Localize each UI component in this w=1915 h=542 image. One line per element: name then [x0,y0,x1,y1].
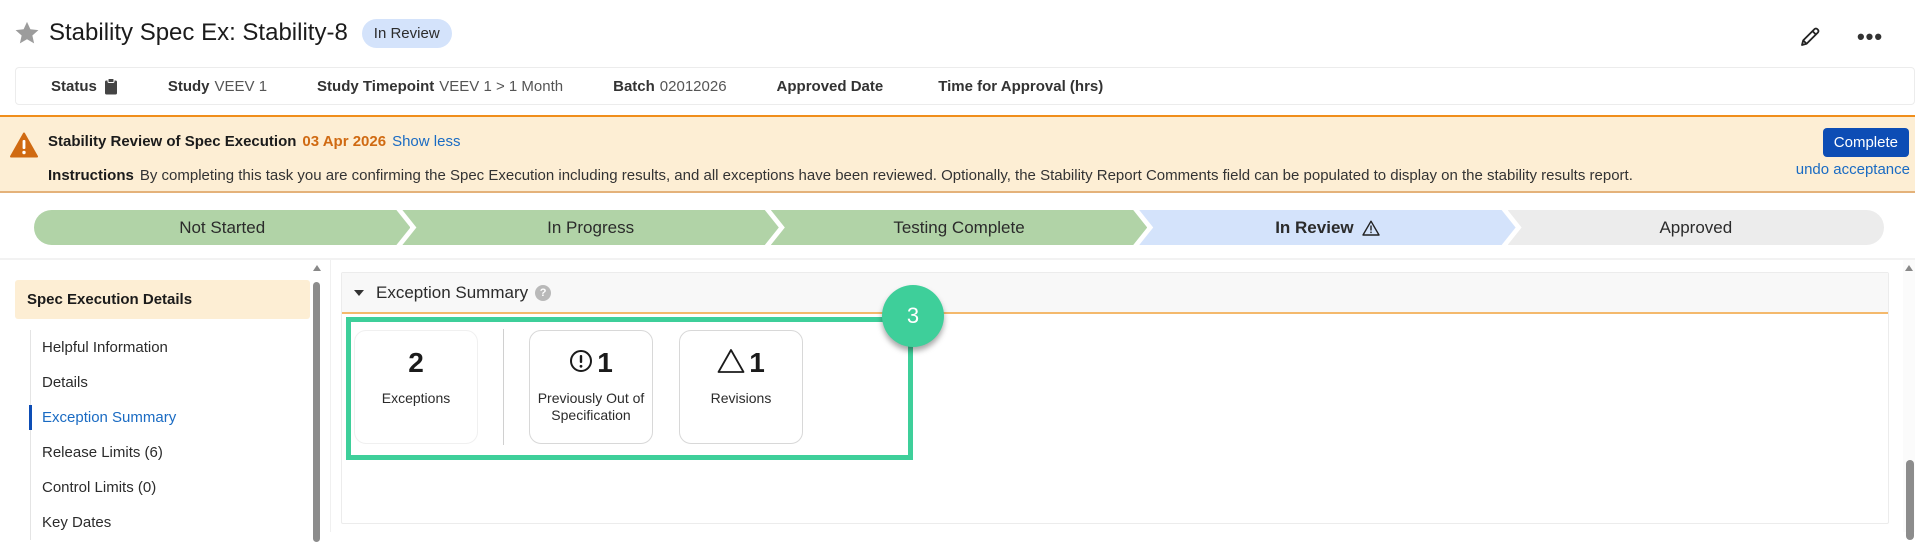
sidebar-scrollbar[interactable] [312,260,322,542]
task-banner: Stability Review of Spec Execution 03 Ap… [0,115,1915,193]
scroll-up-icon[interactable] [1905,265,1913,271]
section-title: Exception Summary [376,282,529,302]
divider [330,260,331,532]
field-time-for-approval: Time for Approval (hrs) [938,78,1108,95]
header-actions: ••• [1795,22,1885,52]
sidebar-list: Helpful Information Details Exception Su… [29,330,300,540]
undo-acceptance-link[interactable]: undo acceptance [1795,161,1910,178]
warning-icon [1362,220,1380,236]
field-study: Study VEEV 1 [168,78,267,95]
show-less-link[interactable]: Show less [392,133,461,150]
card-value: 2 [408,347,424,378]
field-label: Study Timepoint [317,77,435,95]
sidebar-item-helpful-information[interactable]: Helpful Information [42,339,168,356]
task-instructions: Instructions By completing this task you … [48,167,1633,184]
instructions-label: Instructions [48,167,134,184]
previously-oos-card[interactable]: 1 Previously Out of Specification [529,330,653,444]
help-icon[interactable]: ? [535,284,552,301]
field-label: Study [167,77,210,95]
field-status: Status [51,77,118,95]
field-value: VEEV 1 > 1 Month [439,77,564,95]
sidebar-item-release-limits[interactable]: Release Limits (6) [42,444,163,461]
card-value-row: 1 [569,347,613,378]
divider [0,258,1915,260]
task-title-row: Stability Review of Spec Execution 03 Ap… [48,133,460,150]
title-row: Stability Spec Ex: Stability-8 In Review [13,17,452,49]
more-actions-icon[interactable]: ••• [1856,24,1884,49]
card-value-row: 2 [408,347,424,378]
card-label: Exceptions [381,390,451,406]
field-label: Batch [613,77,655,95]
field-approved-date: Approved Date [777,78,889,95]
annotation-step-badge: 3 [882,285,944,347]
card-value-row: 1 [717,347,765,379]
lifecycle-step-in-progress: In Progress [402,210,778,245]
key-fields-bar: Status Study VEEV 1 Study Timepoint VEEV… [15,67,1915,105]
step-label: In Progress [547,217,635,237]
instructions-text: By completing this task you are confirmi… [139,167,1633,184]
sidebar-header[interactable]: Spec Execution Details [15,280,310,319]
exception-summary-section: Exception Summary ? 2 Exceptions 1 Previ… [341,272,1889,524]
status-badge: In Review [361,18,452,48]
main-scrollbar[interactable] [1903,260,1915,540]
triangle-icon [717,348,745,379]
field-value: 02012026 [659,77,727,95]
sidebar-item-details[interactable]: Details [42,374,88,391]
field-label: Approved Date [776,77,884,95]
lifecycle-step-in-review: In Review [1139,210,1515,245]
scrollbar-thumb[interactable] [313,282,320,542]
lifecycle-step-not-started: Not Started [34,210,410,245]
card-label: Revisions [710,390,772,406]
step-label: In Review [1275,217,1354,237]
sidebar-item-exception-summary[interactable]: Exception Summary [29,400,300,435]
step-label: Approved [1659,217,1733,237]
section-header[interactable]: Exception Summary ? [342,273,1888,314]
sidebar-nav: Spec Execution Details Helpful Informati… [0,260,322,542]
divider [503,329,504,445]
scroll-up-icon[interactable] [313,265,321,271]
field-label: Status [51,77,97,95]
field-label: Time for Approval (hrs) [938,77,1104,95]
card-label: Previously Out of Specification [537,390,645,423]
field-batch: Batch 02012026 [613,78,726,95]
caret-down-icon[interactable] [354,289,364,296]
step-label: Testing Complete [893,217,1025,237]
page-title: Stability Spec Ex: Stability-8 [49,19,348,46]
complete-button[interactable]: Complete [1822,128,1909,157]
record-header: Stability Spec Ex: Stability-8 In Review… [0,0,1915,112]
task-due-date: 03 Apr 2026 [302,133,387,150]
warning-icon [10,132,38,158]
sidebar-item-control-limits[interactable]: Control Limits (0) [42,479,157,496]
task-name: Stability Review of Spec Execution [48,133,297,150]
card-value: 1 [597,347,613,378]
lifecycle-step-testing-complete: Testing Complete [771,210,1147,245]
star-icon[interactable] [13,19,41,47]
card-value: 1 [749,347,765,378]
lifecycle-stepper: Not Started In Progress Testing Complete… [34,210,1885,245]
revisions-card[interactable]: 1 Revisions [679,330,803,444]
pencil-icon[interactable] [1795,22,1825,52]
field-value: VEEV 1 [214,77,268,95]
exception-cards: 2 Exceptions 1 Previously Out of Specifi… [354,329,803,445]
step-label: Not Started [179,217,266,237]
exceptions-card[interactable]: 2 Exceptions [354,330,478,444]
field-study-timepoint: Study Timepoint VEEV 1 > 1 Month [317,78,563,95]
exclamation-circle-icon [569,349,593,378]
scrollbar-thumb[interactable] [1906,460,1914,540]
sidebar-item-key-dates[interactable]: Key Dates [42,514,112,531]
lifecycle-step-approved: Approved [1507,210,1885,245]
clipboard-icon [104,77,118,95]
